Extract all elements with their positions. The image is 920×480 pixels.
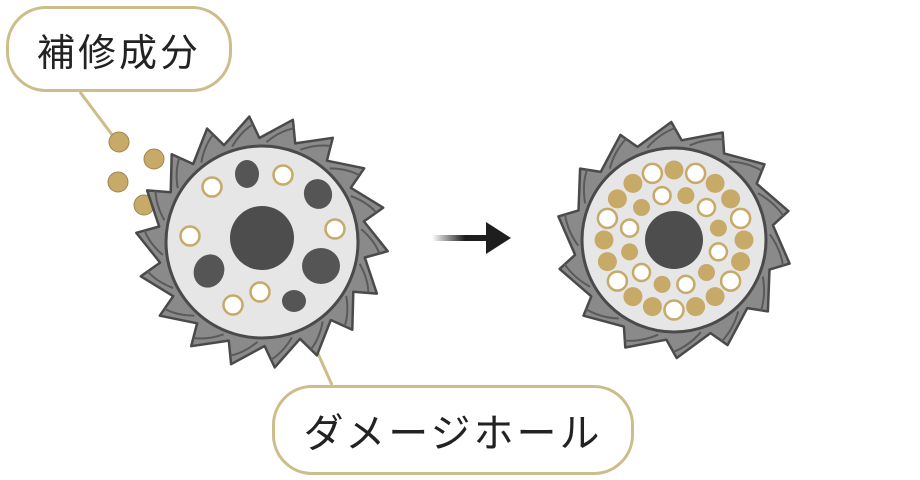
pore: [641, 162, 664, 185]
repair-particle-icon: [731, 252, 751, 272]
repair-particle-icon: [734, 230, 754, 250]
cuticle-scale-line: [231, 123, 254, 148]
damage-hole-icon: [193, 254, 225, 288]
damage-holes: [193, 160, 340, 312]
repair-particle-icon: [594, 230, 614, 250]
cuticle-scale-line: [164, 307, 195, 317]
cuticle-scale-line: [768, 233, 784, 266]
pore: [631, 262, 652, 283]
cuticle-scale-line: [646, 127, 676, 149]
repaired-cuticle-scale-lines: [563, 127, 785, 353]
arrow-right-icon: [432, 222, 511, 254]
cuticle-scale-line: [729, 160, 763, 172]
pore: [179, 225, 201, 247]
cuticle-scale-line: [672, 331, 702, 353]
cuticle-scale-line: [582, 169, 588, 204]
cuticle-scale-line: [230, 341, 259, 357]
pore: [606, 270, 629, 292]
repair-particle-icon: [623, 287, 643, 307]
pore: [596, 207, 619, 230]
pore: [663, 299, 685, 321]
cuticle-scale-line: [585, 308, 619, 320]
repair-particle-icon: [664, 160, 684, 180]
pore: [222, 294, 244, 316]
cuticle-scale-line: [757, 192, 785, 217]
cuticle-scale-line: [270, 336, 293, 361]
repair-particle-icon: [597, 252, 617, 272]
cuticle-scale-line: [175, 157, 181, 189]
cuticle-scale-line: [300, 144, 331, 151]
repair-particle-icon: [607, 189, 627, 209]
cuticle-scale-line: [608, 138, 627, 169]
cuticle-scale-line: [760, 276, 766, 311]
damage-hole-icon: [282, 290, 306, 312]
pore: [729, 207, 752, 230]
repair-ingredients-label: 補修成分: [6, 6, 232, 92]
repair-particle-icon: [107, 171, 129, 193]
repair-particle-icon: [642, 297, 662, 317]
cuticle-scale-line: [564, 214, 580, 247]
repair-particles-filled: [594, 160, 754, 321]
cuticle-scale-line: [358, 263, 370, 294]
pore: [719, 270, 742, 292]
pore: [272, 164, 294, 186]
repair-particles: [107, 131, 165, 216]
cuticle-scale-line: [265, 127, 294, 143]
cuticle-scale-line: [154, 190, 166, 221]
cuticle-scale-line: [689, 138, 724, 147]
cuticle-scale-line: [360, 228, 381, 254]
pore: [201, 176, 223, 198]
damage-hole-icon: [235, 160, 259, 188]
pore: [249, 281, 271, 303]
cuticle-scale-line: [624, 333, 659, 342]
repair-particle-icon: [677, 187, 695, 205]
cuticle-scale-line: [350, 195, 378, 214]
repair-particle-icon: [709, 219, 727, 237]
pore: [324, 218, 346, 240]
cuticle-scale-line: [721, 311, 740, 342]
repair-particle-icon: [621, 243, 639, 261]
pore: [652, 185, 672, 206]
damage-hole-icon: [302, 248, 340, 284]
repair-particle-icon: [633, 199, 650, 216]
repair-particle-icon: [705, 287, 725, 307]
repair-particle-icon: [698, 264, 715, 281]
repair-particle-icon: [686, 297, 706, 317]
cuticle-scale-line: [343, 295, 349, 327]
damaged-pores: [179, 164, 346, 316]
cuticle-scale-line: [193, 333, 224, 340]
pore: [696, 197, 717, 218]
repair-particle-icon: [721, 189, 741, 209]
damaged-medulla: [230, 206, 294, 270]
cuticle-scale-line: [143, 230, 164, 256]
pore: [619, 218, 640, 238]
damage-hole-icon: [303, 179, 333, 209]
damaged-cuticle-scale-lines: [143, 123, 381, 361]
pore: [708, 242, 729, 262]
repair-particle-icon: [108, 131, 130, 153]
pore: [684, 162, 707, 185]
pore: [676, 274, 696, 295]
cuticle-scale-line: [563, 263, 591, 288]
repair-particle-icon: [653, 275, 671, 293]
damage-hole-label: ダメージホール: [272, 385, 634, 475]
repair-particle-icon: [623, 173, 643, 193]
cuticle-scale-line: [146, 270, 174, 289]
damaged-hair-cross-section-icon: [135, 115, 389, 369]
repaired-hair-cross-section-icon: [557, 120, 791, 360]
cuticle-scale-line: [310, 321, 324, 351]
repaired-medulla: [645, 211, 703, 269]
cuticle-scale-line: [200, 133, 214, 163]
cuticle-scale-line: [329, 167, 360, 177]
repair-particle-icon: [705, 173, 725, 193]
repair-particle-icon: [143, 148, 165, 170]
